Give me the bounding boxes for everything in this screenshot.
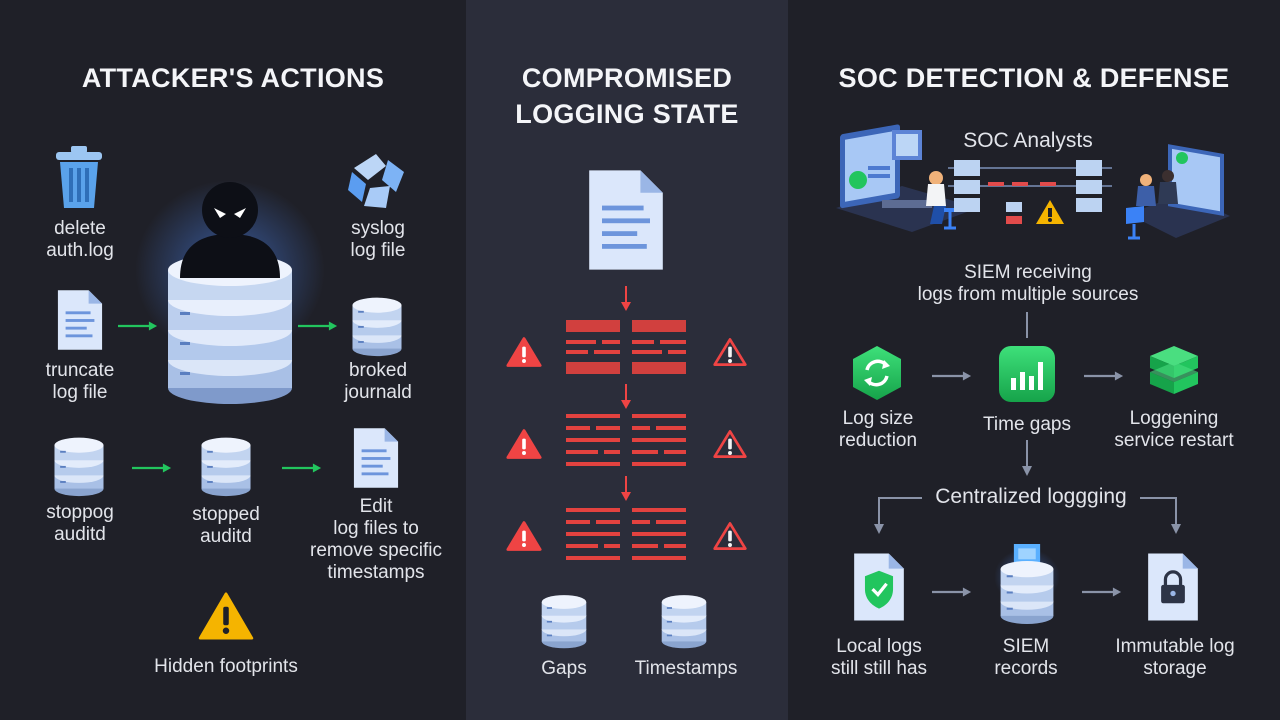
analyst-workstation-illustration [832, 124, 982, 242]
arrow-right-icon [932, 586, 972, 598]
broked-journald-label: broked journald [344, 360, 412, 403]
alert-icon [506, 428, 542, 460]
timestamps-label: Timestamps [634, 658, 738, 679]
log-file-icon [586, 164, 666, 276]
trash-icon [52, 146, 106, 210]
stack-icon [1148, 344, 1200, 404]
database-icon [538, 590, 590, 650]
shield-document-icon [852, 550, 906, 624]
arrow-down-icon [620, 476, 632, 502]
arrow-right-icon [1084, 370, 1124, 382]
warning-icon [198, 592, 254, 640]
database-icon [50, 432, 108, 498]
soc-panel-title: SOC DETECTION & DEFENSE [838, 63, 1230, 93]
hidden-footprints-label: Hidden footprints [154, 656, 298, 677]
service-restart-label: Loggening service restart [1114, 408, 1234, 451]
alert-icon [506, 336, 542, 368]
immutable-storage-label: Immutable log storage [1115, 636, 1235, 679]
alert-icon [712, 428, 748, 460]
arrow-down-icon [620, 286, 632, 312]
document-icon [352, 426, 400, 490]
stopped-auditd-label: stopped auditd [192, 504, 260, 547]
arrow-right-icon [1082, 586, 1122, 598]
hacker-server-icon [135, 160, 325, 410]
database-icon [658, 590, 710, 650]
siem-receiving-label: SIEM receiving logs from multiple source… [917, 262, 1139, 305]
bar-chart-icon [999, 346, 1055, 402]
arrow-right-icon [118, 320, 158, 332]
recycle-icon [850, 344, 904, 402]
document-icon [56, 288, 104, 352]
stopping-auditd-label: stoppog auditd [46, 502, 114, 545]
siem-records-label: SIEM records [994, 636, 1058, 679]
syslog-label: syslog log file [350, 218, 406, 261]
arrow-right-icon [132, 462, 172, 474]
arrow-right-icon [282, 462, 322, 474]
corrupted-log-block [566, 320, 686, 376]
syslog-icon [346, 150, 408, 212]
siem-dashboard-illustration [948, 158, 1112, 228]
centralized-logging-label: Centralized loggging [935, 485, 1127, 508]
alert-icon [506, 520, 542, 552]
soc-analysts-label: SOC Analysts [963, 129, 1093, 152]
truncate-log-label: truncate log file [45, 360, 115, 403]
arrow-right-icon [932, 370, 972, 382]
compromised-logging-panel: COMPROMISED LOGGING STATE Gaps Timestamp… [466, 0, 788, 720]
time-gaps-label: Time gaps [983, 414, 1071, 435]
attacker-panel-title: ATTACKER'S ACTIONS [81, 63, 385, 93]
arrow-down-icon [620, 384, 632, 410]
compromised-panel-title: COMPROMISED LOGGING STATE [515, 63, 739, 129]
edit-logs-label: Edit log files to remove specific timest… [310, 496, 442, 583]
alert-icon [712, 520, 748, 552]
log-size-reduction-label: Log size reduction [838, 408, 918, 451]
corrupted-log-block [566, 508, 686, 564]
delete-auth-log-label: delete auth.log [46, 218, 114, 261]
flow-connectors [788, 0, 1280, 720]
soc-defense-panel: SOC DETECTION & DEFENSE SOC Analysts [788, 0, 1280, 720]
corrupted-log-block [566, 414, 686, 470]
siem-server-icon [994, 544, 1060, 626]
database-icon [348, 292, 406, 358]
analyst-workstation-illustration [1122, 128, 1232, 250]
gaps-label: Gaps [541, 658, 587, 679]
local-logs-label: Local logs still still has [830, 636, 928, 679]
alert-icon [712, 336, 748, 368]
locked-document-icon [1146, 550, 1200, 624]
attacker-actions-panel: ATTACKER'S ACTIONS delete auth.log syslo… [0, 0, 466, 720]
arrow-right-icon [298, 320, 338, 332]
database-icon [197, 432, 255, 498]
